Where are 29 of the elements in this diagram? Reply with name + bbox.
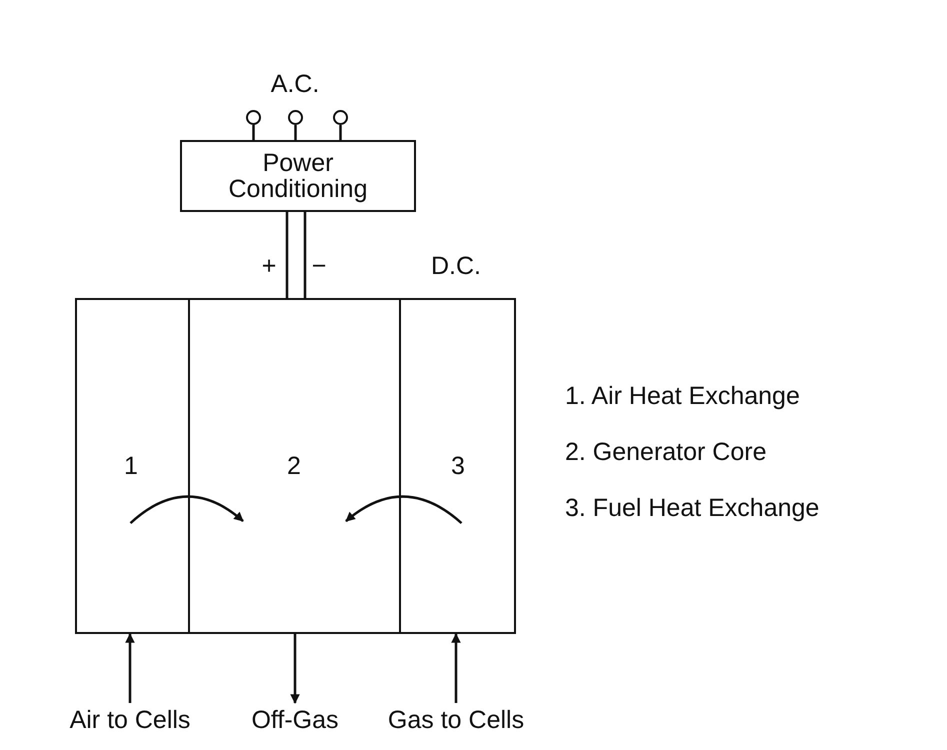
connector-line [252,125,255,140]
legend-entry: 1. Air Heat Exchange [565,382,800,411]
arrow [290,634,300,704]
arrow [130,495,244,524]
box-label: Power Conditioning [228,150,368,202]
connector-line [304,212,306,298]
section-number: 1 [124,452,138,479]
terminal-circle [288,110,303,125]
flow-label: Air to Cells [70,706,190,734]
terminal-label: D.C. [431,252,481,281]
connector-line [294,125,297,140]
terminal-circle [246,110,261,125]
arrow [345,495,462,524]
connector-line [286,212,288,298]
generator-box [75,298,516,634]
process-box [180,140,416,212]
section-number: 3 [451,452,465,479]
section-number: 2 [287,452,301,479]
flow-label: Gas to Cells [388,706,524,734]
connector-line [339,125,342,140]
legend-entry: 2. Generator Core [565,438,766,467]
terminal-circle [333,110,348,125]
arrow [451,633,461,703]
flow-label: Off-Gas [251,706,339,734]
terminal-label: + [262,252,276,281]
terminal-label: A.C. [270,70,320,99]
legend-entry: 3. Fuel Heat Exchange [565,494,820,523]
arrow [125,633,135,703]
terminal-label: − [312,252,326,281]
